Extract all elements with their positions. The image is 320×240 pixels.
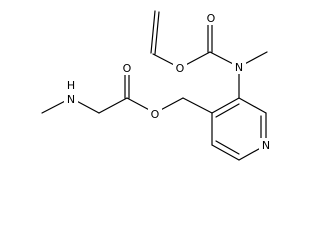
bond-c-ch2 [98,97,128,114]
atom-n-amine: N [67,93,75,106]
atom-o-ester-vinyl: O [176,62,185,75]
atom-n-pyridine-bg [259,138,273,152]
bond-ring-1 [238,97,267,114]
bond-vinyl-double-b [154,11,160,55]
atom-h-amine: H [67,79,75,92]
atom-o-ester-glycinate-bg [148,107,162,121]
atom-labels: O O N O O H N N [64,11,273,152]
atom-o-ester-glycinate: O [151,108,160,121]
atom-n-carbamate: N [235,61,243,74]
bond-vinyl-double-a [150,10,156,54]
bond-ring-6 [211,97,240,114]
atom-n-carbamate-bg [232,60,246,74]
atom-n-amine-bg [64,92,78,106]
atom-o-carbonyl-glycinate-bg [120,61,134,75]
atom-o-carbonyl-carbamate: O [207,12,216,25]
bond-ring-ch2 [182,97,213,114]
atom-o-ester-vinyl-bg [173,61,187,75]
bond-ring-4 [211,144,240,161]
bond-ring-4-inner [215,140,240,155]
bond-ring-6-inner [215,103,240,118]
atom-o-carbonyl-glycinate: O [123,62,132,75]
atom-o-carbonyl-carbamate-bg [204,11,218,25]
atom-n-pyridine: N [262,139,270,152]
atom-h-amine-bg [64,78,78,92]
molecule-structure: O O N O O H N N [41,10,273,161]
